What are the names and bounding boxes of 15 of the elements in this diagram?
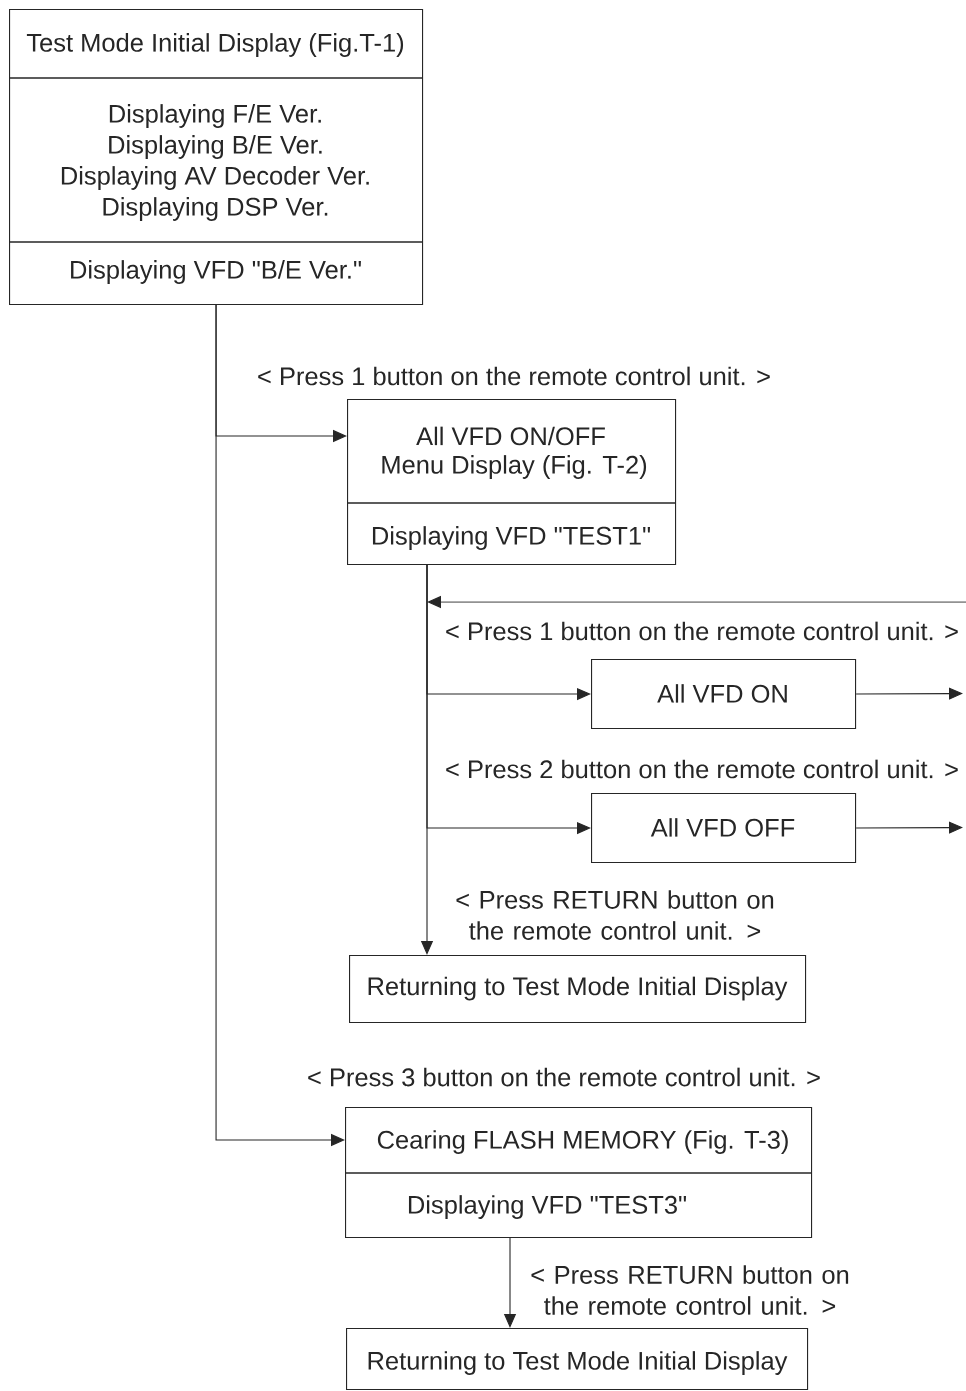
edge-label: < Press 1 button on the remote control unit. > <box>255 365 773 387</box>
arrow <box>855 687 963 700</box>
edge-label: < Press 3 button on the remote control unit. > <box>305 1066 823 1088</box>
arrow <box>855 821 963 834</box>
flow-box: Cearing FLASH MEMORY (Fig. T-3) Displaying VFD "TEST3" <box>344 1107 813 1239</box>
flow-box: Test Mode Initial Display (Fig.T-1) Displaying F/E Ver. Displaying B/E Ver. Displaying AV Decoder Ver. Displaying DSP Ver. Displaying VFD "B/E Ver." <box>8 9 424 306</box>
flow-box: Returning to Test Mode Initial Display <box>349 955 807 1024</box>
edge-label: < Press 2 button on the remote control unit. > <box>443 758 961 780</box>
flow-box: Returning to Test Mode Initial Display <box>346 1328 809 1391</box>
flow-box: All VFD ON <box>591 659 857 730</box>
edge-label: < Press RETURN button on the remote control unit. > <box>519 1264 861 1316</box>
edge-label: < Press 1 button on the remote control unit. > <box>443 620 961 642</box>
edge-label: < Press RETURN button on the remote control unit. > <box>444 889 786 941</box>
flow-box: All VFD ON/OFF Menu Display (Fig. T-2) Displaying VFD "TEST1" <box>346 399 677 566</box>
flow-box: All VFD OFF <box>591 793 857 864</box>
